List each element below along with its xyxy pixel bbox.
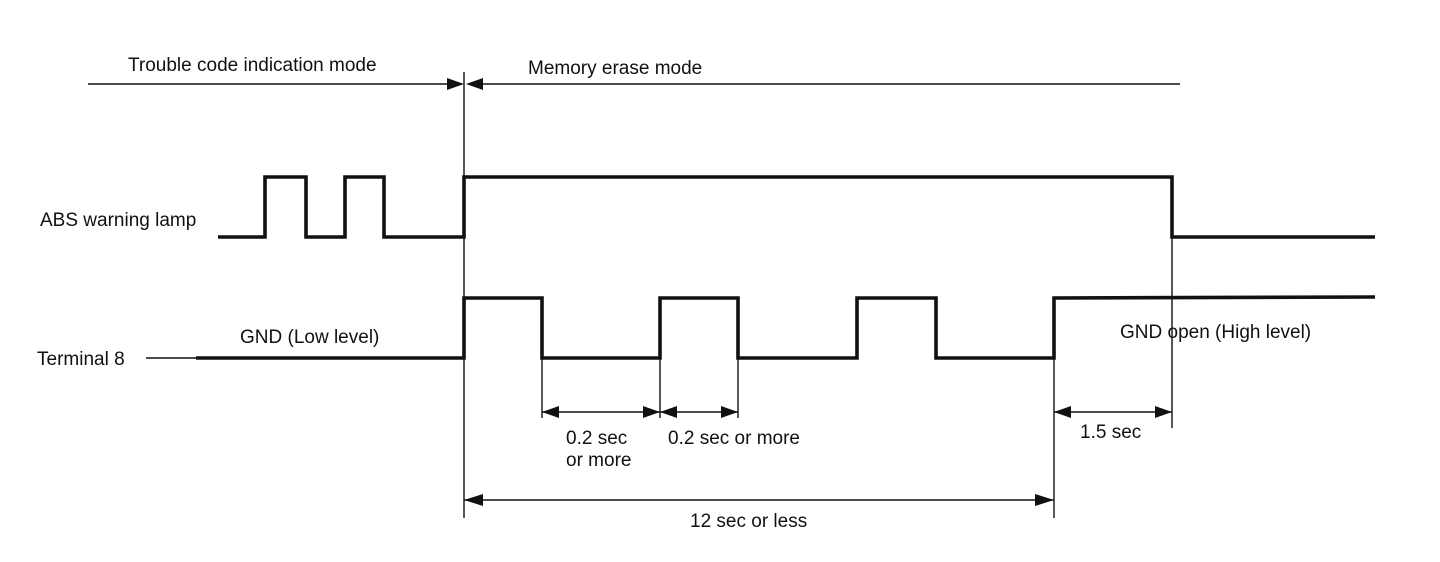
dim-total-arrow-right-icon: [1035, 494, 1054, 506]
abs-lamp-waveform: [218, 175, 1375, 239]
terminal-waveform: [196, 295, 1376, 360]
dim-delay-label: 1.5 sec: [1080, 422, 1141, 443]
dim-low-arrow-right-icon: [643, 406, 660, 418]
mode-arrow-right-icon: [447, 78, 464, 90]
dim-delay-arrow-left-icon: [1054, 406, 1071, 418]
terminal-label: Terminal 8: [37, 349, 125, 370]
dim-total-label: 12 sec or less: [690, 511, 807, 532]
abs-lamp-label: ABS warning lamp: [40, 210, 196, 231]
memory-erase-mode-label: Memory erase mode: [528, 58, 702, 79]
gnd-open-label: GND open (High level): [1120, 322, 1311, 343]
dim-low-label-line2: or more: [566, 450, 631, 471]
gnd-low-label: GND (Low level): [240, 327, 379, 348]
dim-high-arrow-right-icon: [721, 406, 738, 418]
dim-low-arrow-left-icon: [542, 406, 559, 418]
dim-high-label: 0.2 sec or more: [668, 428, 800, 449]
mode-arrow-left-icon: [466, 78, 483, 90]
dim-delay-arrow-right-icon: [1155, 406, 1172, 418]
trouble-code-mode-label: Trouble code indication mode: [128, 55, 377, 76]
dim-high-arrow-left-icon: [660, 406, 677, 418]
dim-low-label-line1: 0.2 sec: [566, 428, 627, 449]
dim-total-arrow-left-icon: [464, 494, 483, 506]
